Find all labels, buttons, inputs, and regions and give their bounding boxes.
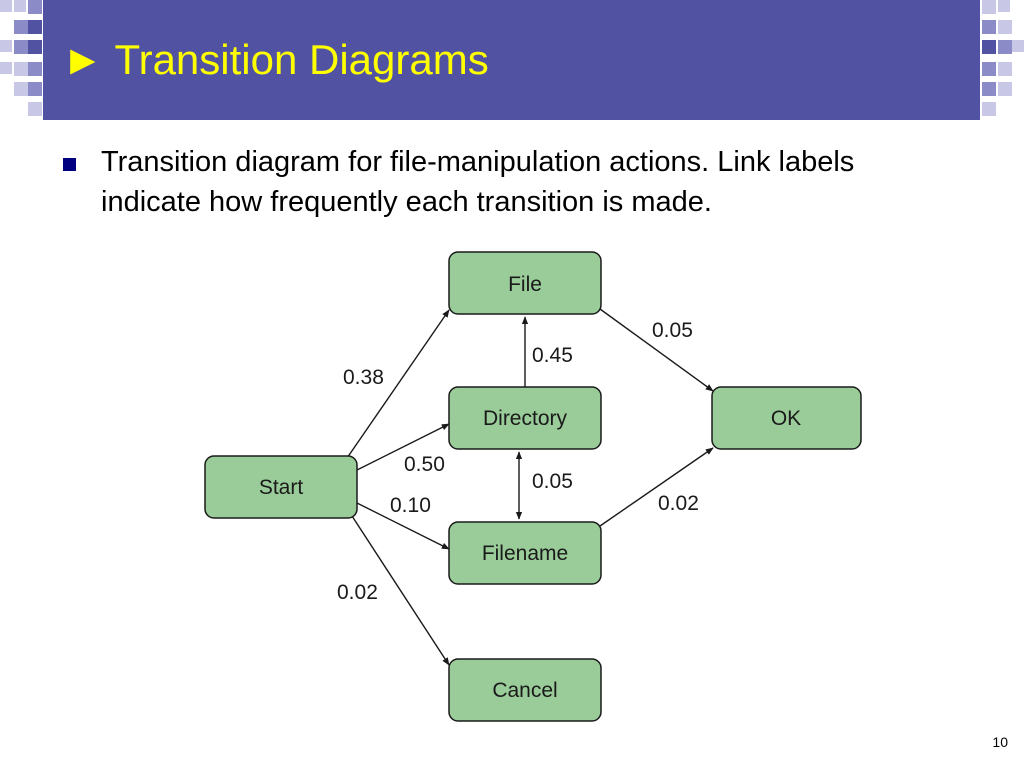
bullet-text: Transition diagram for file-manipulation… — [101, 146, 855, 218]
node-cancel: Cancel — [448, 658, 602, 722]
slide-title: ► Transition Diagrams — [62, 36, 489, 83]
edge-label-start-filename: 0.10 — [390, 494, 431, 517]
node-start-label: Start — [259, 476, 304, 499]
edge-label-start-cancel: 0.02 — [337, 581, 378, 604]
node-ok-label: OK — [771, 407, 801, 430]
page-number: 10 — [992, 734, 1008, 750]
title-bar — [43, 0, 980, 120]
edge-start-file — [344, 309, 450, 462]
edge-label-start-file: 0.38 — [343, 366, 384, 389]
bullet-marker — [63, 158, 76, 171]
node-cancel-label: Cancel — [492, 679, 557, 702]
edge-label-start-directory: 0.50 — [404, 453, 445, 476]
edge-filename-ok — [599, 447, 714, 527]
node-filename-label: Filename — [482, 542, 568, 565]
node-file: File — [448, 251, 602, 315]
edge-label-directory-filename: 0.05 — [532, 470, 573, 493]
node-ok: OK — [711, 386, 862, 450]
edge-start-cancel — [351, 515, 450, 666]
node-start: Start — [204, 455, 358, 519]
node-file-label: File — [508, 273, 542, 296]
edge-start-directory — [356, 423, 450, 471]
edge-file-ok — [599, 308, 714, 392]
node-directory: Directory — [448, 386, 602, 450]
edges — [344, 308, 714, 666]
edge-label-filename-ok: 0.02 — [658, 492, 699, 515]
edge-label-file-ok: 0.05 — [652, 319, 693, 342]
edge-start-filename — [356, 502, 450, 550]
node-directory-label: Directory — [483, 407, 568, 430]
node-filename: Filename — [448, 521, 602, 585]
edge-label-directory-file: 0.45 — [532, 344, 573, 367]
